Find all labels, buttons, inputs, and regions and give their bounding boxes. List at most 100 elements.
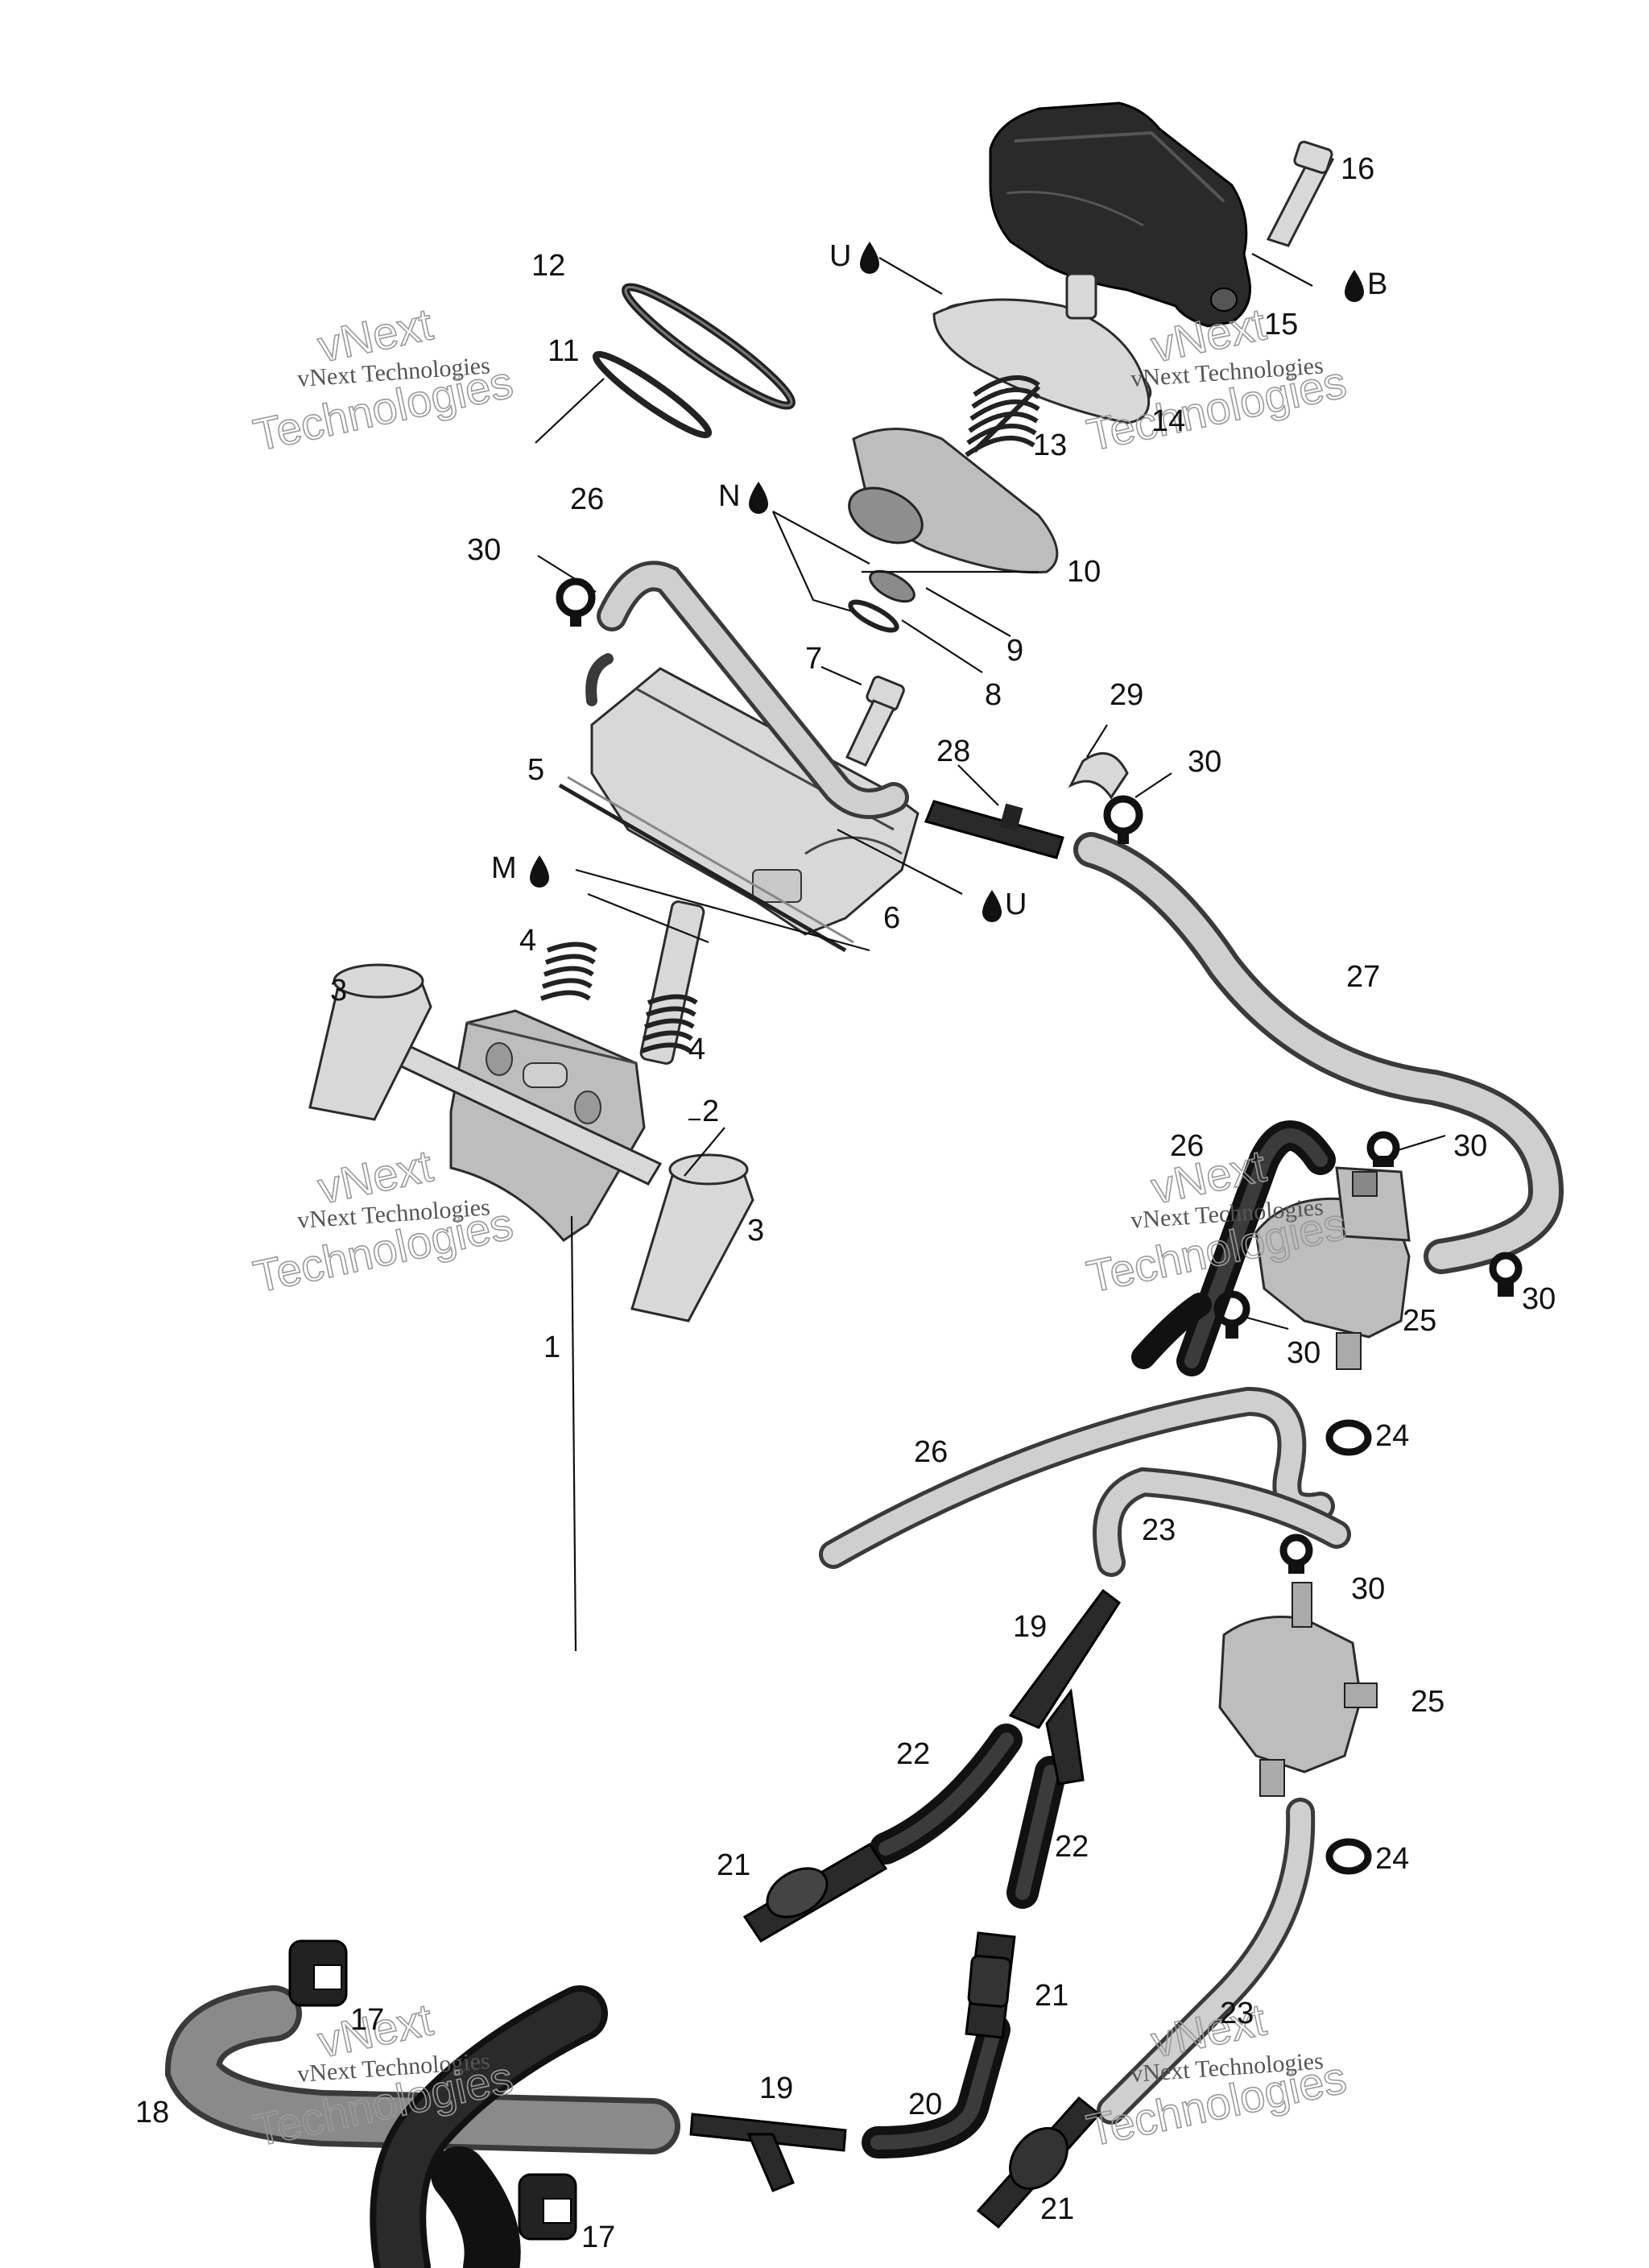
tee-19-lower <box>689 2113 847 2192</box>
label-30a: 30 <box>467 533 501 567</box>
label-17a: 17 <box>350 2003 384 2037</box>
label-7: 7 <box>805 642 822 676</box>
label-11: 11 <box>548 334 579 368</box>
label-26c: 26 <box>914 1435 948 1469</box>
hose-22-right <box>1006 1756 1067 1909</box>
clamp-30e <box>1213 1290 1250 1339</box>
hose-23-upper <box>1093 1467 1351 1577</box>
watermark-6: vNext vNext Technologies Technologies <box>1082 1993 1351 2156</box>
label-23b: 23 <box>1220 1997 1254 2030</box>
label-10: 10 <box>1067 555 1101 589</box>
bolt-16 <box>1266 140 1335 247</box>
label-22a: 22 <box>896 1737 930 1771</box>
label-9: 9 <box>1006 634 1023 668</box>
label-19b: 19 <box>759 2071 793 2105</box>
clamp-30b <box>1103 795 1143 844</box>
clip-17a <box>288 1939 348 2007</box>
bolt-7 <box>845 675 905 767</box>
label-1: 1 <box>543 1331 560 1364</box>
label-29: 29 <box>1110 678 1143 712</box>
lube-mark-N: N <box>718 479 740 513</box>
label-4a: 4 <box>519 924 536 958</box>
hose-26-top <box>585 561 909 819</box>
hose-23-lower <box>1097 1798 1316 2125</box>
label-21a: 21 <box>717 1848 750 1882</box>
tee-28 <box>924 800 1064 859</box>
lube-mark-B: B <box>1367 267 1387 301</box>
hose-27 <box>1073 832 1564 1274</box>
watermark-1: vNext vNext Technologies Technologies <box>249 297 518 461</box>
hose-26-lower <box>819 1386 1335 1569</box>
oil-drop-icon <box>530 855 549 888</box>
lube-mark-U2: U <box>1005 888 1027 921</box>
oring-8 <box>848 599 899 633</box>
part-labels: 1 2 3 3 4 4 5 6 7 8 9 10 11 12 13 14 15 … <box>135 152 1556 2254</box>
label-2: 2 <box>702 1095 719 1128</box>
clip-17b <box>518 2173 577 2241</box>
label-5: 5 <box>527 753 544 787</box>
ring-11 <box>592 350 713 439</box>
label-25a: 25 <box>1403 1304 1436 1338</box>
sleeve-3-left <box>308 963 432 1121</box>
label-23a: 23 <box>1142 1513 1176 1547</box>
label-4b: 4 <box>688 1033 705 1066</box>
lubricant-marks: U B N U M <box>491 239 1387 921</box>
check-valve-21-middle <box>965 1931 1016 2039</box>
label-13: 13 <box>1033 428 1067 462</box>
label-6: 6 <box>883 901 900 935</box>
label-17b: 17 <box>581 2220 615 2254</box>
clamp-30f <box>1279 1533 1313 1574</box>
label-25b: 25 <box>1411 1685 1444 1719</box>
spring-13 <box>965 375 1041 457</box>
hose-20 <box>862 2013 1010 2158</box>
hose-18 <box>164 1985 680 2154</box>
label-24a: 24 <box>1375 1419 1409 1453</box>
check-valve-21-lower <box>976 2096 1101 2229</box>
clamp-24a <box>1325 1419 1372 1456</box>
label-14: 14 <box>1151 404 1185 438</box>
oil-drop-icon <box>860 242 879 274</box>
gasket-5 <box>558 776 854 953</box>
label-24b: 24 <box>1375 1842 1409 1876</box>
cover-15 <box>989 101 1251 328</box>
oil-drop-icon <box>1345 270 1364 302</box>
label-30c: 30 <box>1453 1129 1487 1163</box>
clamp-24b <box>1325 1838 1372 1875</box>
label-8: 8 <box>985 678 1002 712</box>
clamp-30d <box>1489 1252 1523 1297</box>
label-28: 28 <box>936 735 970 768</box>
clamp-30c <box>1366 1131 1400 1167</box>
label-30b: 30 <box>1188 745 1221 779</box>
label-12: 12 <box>531 249 565 283</box>
solenoid-25-lower <box>1218 1582 1378 1797</box>
label-18: 18 <box>135 2096 169 2129</box>
hose-black-bottom <box>370 1985 608 2268</box>
label-15: 15 <box>1264 308 1298 341</box>
label-19a: 19 <box>1013 1610 1047 1644</box>
clamp-30a <box>556 577 596 627</box>
label-22b: 22 <box>1055 1830 1089 1864</box>
hose-26-dark <box>1131 1120 1336 1376</box>
cap-29 <box>1068 752 1129 800</box>
sleeve-3-right <box>630 1153 754 1322</box>
leader-lines <box>535 253 1446 1652</box>
label-3a: 3 <box>330 974 347 1008</box>
label-26b: 26 <box>1170 1129 1204 1163</box>
oil-drop-icon <box>749 482 768 514</box>
lube-mark-M: M <box>491 851 517 885</box>
diaphragm-10 <box>848 428 1059 574</box>
tee-19-upper <box>1008 1588 1122 1786</box>
label-30e: 30 <box>1287 1336 1320 1370</box>
check-valve-21-left <box>742 1842 888 1943</box>
hose-22-left <box>870 1724 1023 1864</box>
label-30d: 30 <box>1522 1282 1556 1316</box>
label-16: 16 <box>1341 152 1374 186</box>
lube-mark-U1: U <box>829 239 851 273</box>
ring-12 <box>621 283 796 410</box>
label-3b: 3 <box>747 1214 764 1248</box>
watermark-2: vNext vNext Technologies Technologies <box>1082 297 1351 461</box>
label-30f: 30 <box>1351 1572 1385 1606</box>
spring-4-lower <box>640 994 698 1053</box>
label-21c: 21 <box>1040 2192 1074 2226</box>
